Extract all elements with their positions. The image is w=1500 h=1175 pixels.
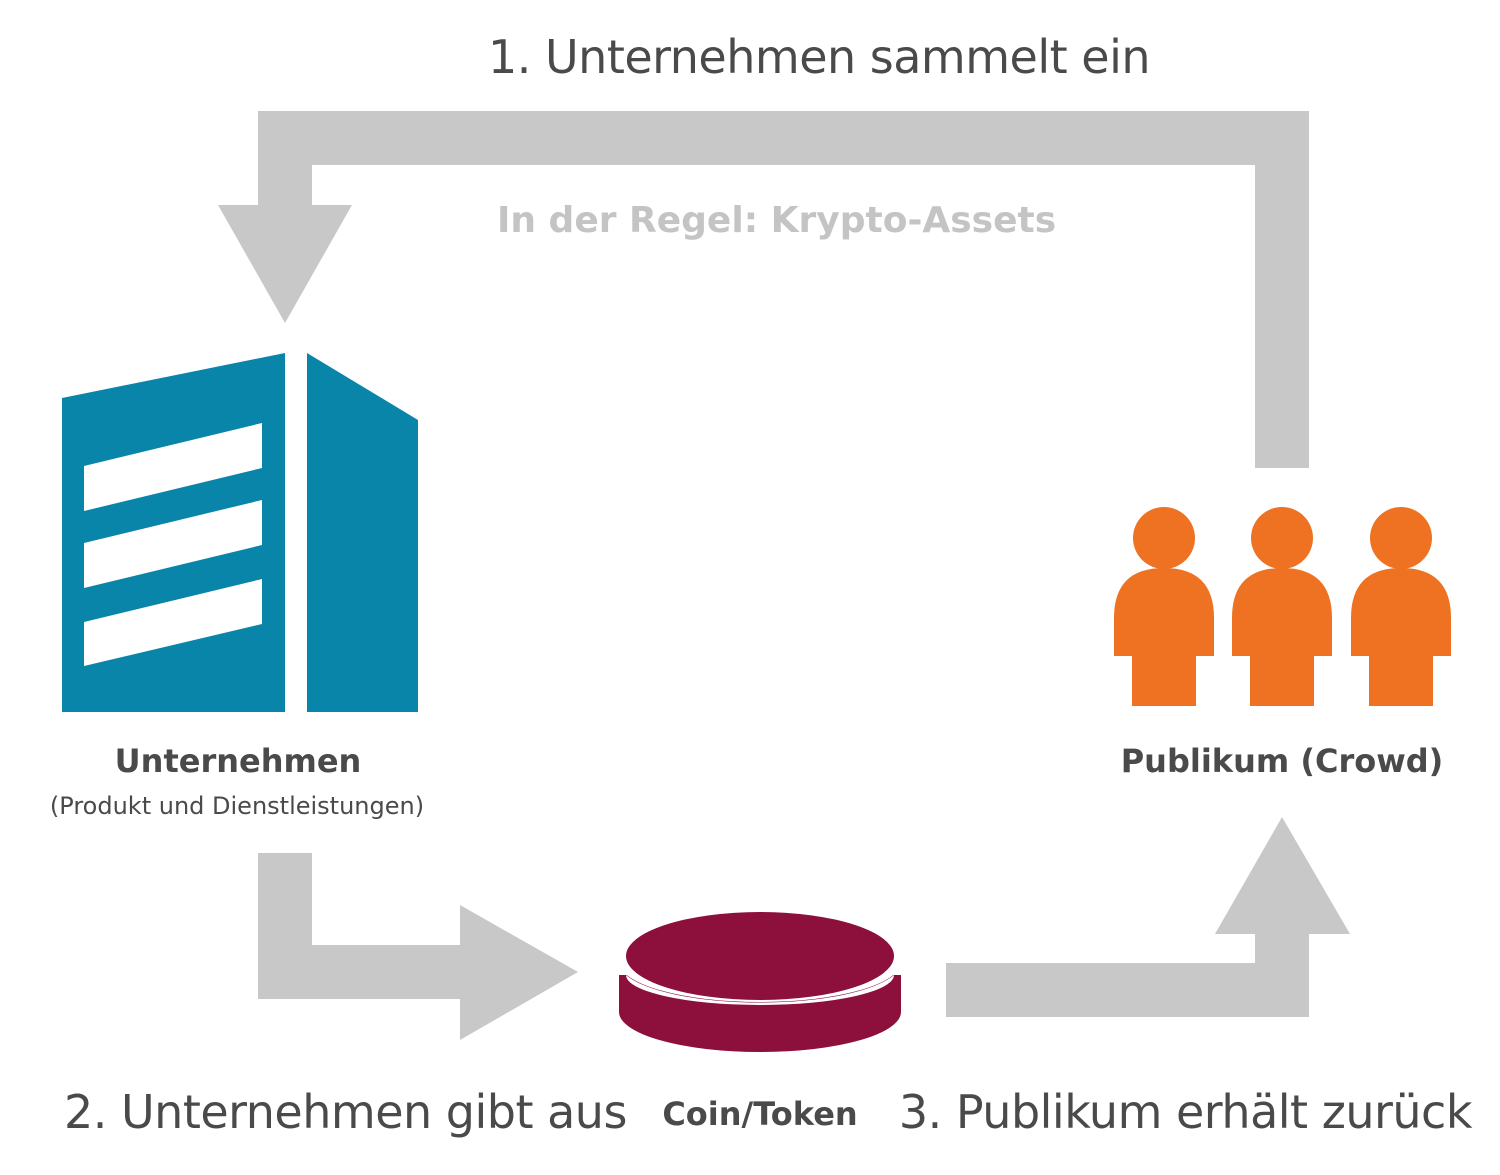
people-icon bbox=[1114, 507, 1451, 706]
person-icon bbox=[1351, 507, 1451, 706]
step-receive-label: 3. Publikum erhält zurück bbox=[898, 1085, 1473, 1139]
arrow-issue bbox=[258, 853, 462, 999]
company-sublabel: (Produkt und Dienstleistungen) bbox=[49, 792, 425, 820]
step-issue-label: 2. Unternehmen gibt aus bbox=[64, 1085, 627, 1139]
arrow-receive bbox=[946, 932, 1309, 1017]
arrow-issue-head bbox=[460, 905, 578, 1040]
person-icon bbox=[1232, 507, 1332, 706]
company-label: Unternehmen bbox=[114, 742, 362, 780]
person-icon bbox=[1114, 507, 1214, 706]
arrow-receive-head bbox=[1215, 817, 1350, 934]
token-label: Coin/Token bbox=[662, 1095, 858, 1133]
arrow-collect-head bbox=[218, 205, 352, 323]
collect-note: In der Regel: Krypto-Assets bbox=[497, 200, 1057, 241]
arrow-collect bbox=[258, 111, 1309, 468]
crowd-label: Publikum (Crowd) bbox=[1120, 742, 1444, 780]
building-icon bbox=[62, 353, 418, 712]
step-collect-label: 1. Unternehmen sammelt ein bbox=[488, 30, 1151, 84]
coin-icon bbox=[619, 912, 901, 1052]
